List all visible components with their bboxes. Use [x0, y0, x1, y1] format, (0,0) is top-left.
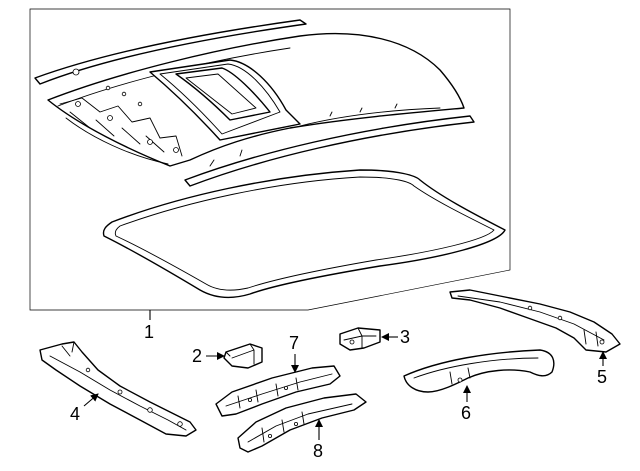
part-4-front-header	[39, 341, 197, 437]
front-roof-rail-strip	[34, 19, 307, 85]
callout-8-label: 8	[313, 441, 323, 461]
rear-roof-rail-strip	[184, 115, 475, 187]
part-3-clip	[339, 327, 381, 351]
callout-6-label: 6	[461, 403, 471, 423]
part-7-roof-bow	[215, 365, 341, 417]
part-6-arch-reinforcement	[403, 349, 555, 393]
callout-2-label: 2	[192, 346, 202, 366]
callout-2: 2	[192, 346, 225, 366]
callout-7: 7	[289, 333, 299, 373]
callout-4-label: 4	[70, 404, 80, 424]
roof-panel	[47, 32, 465, 167]
callout-6: 6	[461, 385, 471, 423]
part-2-bracket	[223, 343, 263, 369]
callout-3-label: 3	[400, 327, 410, 347]
sunroof-weatherstrip	[102, 169, 506, 299]
assembly-frame	[29, 8, 511, 311]
part-8-roof-bow	[237, 393, 367, 453]
callout-5-label: 5	[597, 367, 607, 387]
part-5-rear-header	[449, 289, 621, 353]
callout-1: 1	[144, 310, 154, 342]
callout-3: 3	[381, 327, 410, 347]
callout-8: 8	[313, 419, 323, 461]
callout-7-label: 7	[289, 333, 299, 353]
callout-4: 4	[70, 393, 99, 424]
callout-1-label: 1	[144, 322, 154, 342]
callout-5: 5	[597, 351, 607, 387]
